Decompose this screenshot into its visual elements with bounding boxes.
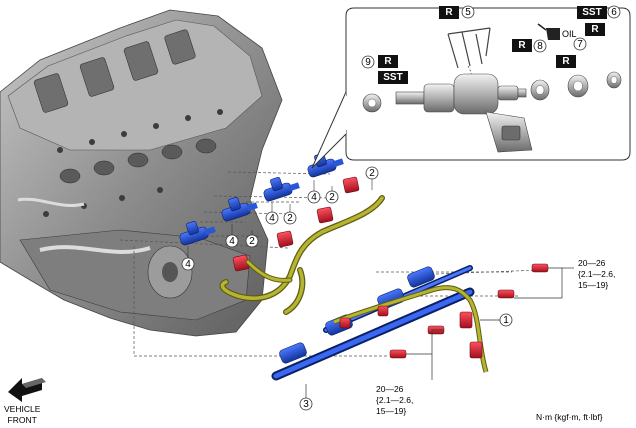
callout-3: 3 — [299, 397, 313, 411]
callout-4d: 4 — [181, 257, 195, 271]
tag-r-8: R — [512, 39, 532, 52]
svg-text:7: 7 — [577, 39, 583, 50]
torque-brackets — [406, 267, 574, 380]
svg-text:R: R — [445, 7, 453, 18]
seal-6 — [606, 71, 622, 89]
torque-upper-line-3: 15—19} — [578, 280, 609, 290]
callout-9: 9 — [361, 55, 375, 69]
svg-text:R: R — [591, 24, 599, 35]
vehicle-front-line-2: FRONT — [7, 415, 37, 425]
tag-r-9: R — [378, 55, 398, 68]
washer-8 — [530, 79, 550, 101]
callout-5: 5 — [461, 5, 475, 19]
injector-3 — [221, 197, 258, 222]
svg-text:5: 5 — [465, 7, 471, 18]
torque-lower-line-3: 15—19} — [376, 406, 407, 416]
svg-text:SST: SST — [383, 72, 402, 83]
torque-upper-line-2: {2.1—2.6, — [578, 269, 616, 279]
tag-sst-6: SST — [577, 6, 607, 19]
callout-7: 7 — [573, 37, 587, 51]
torque-lower-line-1: 20—26 — [376, 384, 404, 394]
vehicle-front-line-1: VEHICLE — [4, 404, 41, 414]
svg-text:1: 1 — [503, 315, 509, 326]
torque-upper-line-1: 20—26 — [578, 258, 606, 268]
units-label: N·m {kgf·m, ft·lbf} — [536, 412, 603, 422]
washer-7 — [567, 74, 589, 98]
svg-text:9: 9 — [365, 57, 371, 68]
callout-8: 8 — [533, 39, 547, 53]
svg-text:3: 3 — [303, 399, 309, 410]
callout-6: 6 — [607, 5, 621, 19]
harness-connectors — [232, 176, 360, 272]
callout-leaders — [187, 179, 373, 258]
svg-text:4: 4 — [311, 192, 317, 203]
vehicle-front-arrow-icon — [8, 378, 46, 402]
svg-text:2: 2 — [369, 168, 375, 179]
injector-detail — [395, 27, 533, 153]
svg-text:2: 2 — [249, 236, 255, 247]
callout-2c: 2 — [283, 211, 297, 225]
callout-4b: 4 — [265, 211, 279, 225]
callout-1: 1 — [499, 313, 513, 327]
svg-text:8: 8 — [537, 41, 543, 52]
torque-spec-lower: 20—26 {2.1—2.6, 15—19} — [376, 384, 413, 417]
o-ring-9 — [362, 93, 382, 113]
torque-lower-line-2: {2.1—2.6, — [376, 395, 414, 405]
svg-text:R: R — [562, 56, 570, 67]
fuel-distributor-assembly — [271, 263, 549, 381]
svg-text:4: 4 — [229, 236, 235, 247]
tag-r-7b: R — [556, 55, 576, 68]
callout-4a: 4 — [307, 190, 321, 204]
tag-r-7a: R — [585, 23, 605, 36]
injector-4 — [179, 221, 216, 246]
svg-text:OIL: OIL — [562, 29, 577, 39]
callout-2b: 2 — [325, 190, 339, 204]
svg-text:4: 4 — [269, 213, 275, 224]
vehicle-front-label: VEHICLE FRONT — [4, 404, 40, 426]
svg-text:2: 2 — [287, 213, 293, 224]
oil-can-icon: OIL — [537, 23, 577, 40]
svg-text:R: R — [384, 56, 392, 67]
installed-injectors — [179, 153, 344, 246]
engine-block — [0, 9, 283, 337]
callout-2a: 2 — [365, 166, 379, 180]
svg-text:6: 6 — [611, 7, 617, 18]
callout-2d: 2 — [245, 234, 259, 248]
callouts: 5 6 7 8 9 2 4 2 4 2 4 2 4 1 3 — [181, 5, 621, 411]
tag-r-5: R — [439, 6, 459, 19]
detail-inset: OIL — [311, 7, 631, 169]
tags: R SST R R R R SST — [378, 6, 607, 84]
callout-4c: 4 — [225, 234, 239, 248]
svg-text:R: R — [518, 40, 526, 51]
svg-text:SST: SST — [582, 7, 601, 18]
torque-spec-upper: 20—26 {2.1—2.6, 15—19} — [578, 258, 615, 291]
injector-2 — [263, 177, 300, 202]
injector-wiring-harness — [219, 195, 385, 315]
svg-text:2: 2 — [329, 192, 335, 203]
svg-text:4: 4 — [185, 259, 191, 270]
tag-sst-9: SST — [378, 71, 408, 84]
